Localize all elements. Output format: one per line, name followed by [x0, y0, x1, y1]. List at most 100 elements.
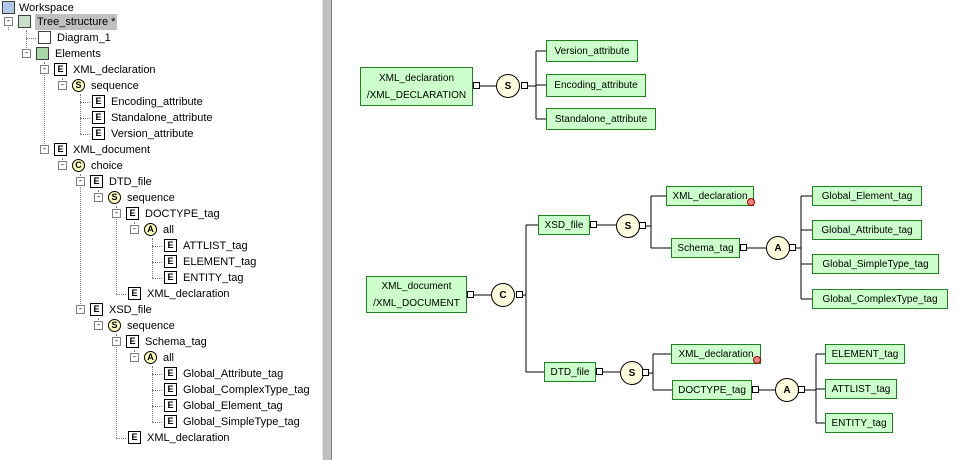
- expand-box[interactable]: [596, 368, 603, 375]
- tree-item-diagram[interactable]: Diagram_1: [0, 30, 320, 46]
- global-complextype-tag-node[interactable]: Global_ComplexType_tag: [812, 289, 948, 309]
- tree-item-label: Elements: [55, 48, 101, 60]
- expand-box[interactable]: [740, 244, 747, 251]
- choice-compositor[interactable]: C: [491, 283, 515, 307]
- tree-item-label: all: [163, 352, 175, 364]
- tree-item-label: ELEMENT_tag: [183, 256, 257, 268]
- expand-box[interactable]: [590, 221, 597, 228]
- tree-item-all[interactable]: - A all: [0, 350, 320, 366]
- expand-box[interactable]: [639, 222, 646, 229]
- expand-box[interactable]: [473, 82, 480, 89]
- tree-item-all[interactable]: - A all: [0, 222, 320, 238]
- tree-connector: [152, 374, 162, 375]
- global-element-tag-node[interactable]: Global_Element_tag: [812, 186, 922, 206]
- tree-item-doctype-tag[interactable]: - E DOCTYPE_tag: [0, 206, 320, 222]
- collapse-toggle-icon[interactable]: -: [130, 224, 139, 234]
- tree-item-label: Global_SimpleType_tag: [183, 416, 300, 428]
- xml-document-node[interactable]: XML_document /XML_DOCUMENT: [366, 276, 467, 313]
- expand-box[interactable]: [752, 386, 759, 393]
- tree-item-element-tag[interactable]: E ELEMENT_tag: [0, 254, 320, 270]
- tree-item-encoding-attribute[interactable]: E Encoding_attribute: [0, 94, 320, 110]
- expand-box[interactable]: [642, 369, 649, 376]
- tree-item-workspace[interactable]: Workspace: [0, 0, 320, 16]
- element-icon: E: [92, 111, 105, 124]
- tree-item-sequence[interactable]: - S sequence: [0, 78, 320, 94]
- tree-item-standalone-attribute[interactable]: E Standalone_attribute: [0, 110, 320, 126]
- tree-item-xsd-file[interactable]: - E XSD_file: [0, 302, 320, 318]
- collapse-toggle-icon[interactable]: -: [76, 176, 85, 186]
- sequence-compositor[interactable]: S: [616, 214, 640, 238]
- all-compositor[interactable]: A: [775, 378, 799, 402]
- element-icon: E: [92, 127, 105, 140]
- project-icon: [18, 15, 31, 28]
- tree-item-dtd-file[interactable]: - E DTD_file: [0, 174, 320, 190]
- tree-item-elements[interactable]: - Elements: [0, 46, 320, 62]
- tree-item-global-simpletype-tag[interactable]: E Global_SimpleType_tag: [0, 414, 320, 430]
- tree-connector: [80, 102, 90, 103]
- entity-tag-node[interactable]: ENTITY_tag: [825, 413, 893, 433]
- attlist-tag-node[interactable]: ATTLIST_tag: [825, 379, 897, 399]
- tree-item-label: sequence: [91, 80, 139, 92]
- choice-icon: C: [72, 159, 85, 172]
- collapse-toggle-icon[interactable]: -: [58, 160, 67, 170]
- tree-item-version-attribute[interactable]: E Version_attribute: [0, 126, 320, 142]
- expand-box[interactable]: [789, 244, 796, 251]
- global-attribute-tag-node[interactable]: Global_Attribute_tag: [812, 220, 922, 240]
- reference-marker-icon: [747, 198, 755, 206]
- tree-item-xml-declaration[interactable]: - E XML_declaration: [0, 62, 320, 78]
- sequence-compositor[interactable]: S: [620, 361, 644, 385]
- tree-item-project[interactable]: - Tree_structure *: [0, 14, 320, 30]
- tree-item-sequence[interactable]: - S sequence: [0, 318, 320, 334]
- collapse-toggle-icon[interactable]: -: [112, 336, 121, 346]
- element-tag-node[interactable]: ELEMENT_tag: [825, 344, 905, 364]
- expand-box[interactable]: [467, 291, 474, 298]
- tree-item-schema-tag[interactable]: - E Schema_tag: [0, 334, 320, 350]
- collapse-toggle-icon[interactable]: -: [94, 192, 103, 202]
- diagram-canvas[interactable]: XML_declaration /XML_DECLARATION S Versi…: [332, 0, 964, 460]
- xml-declaration-node[interactable]: XML_declaration /XML_DECLARATION: [360, 67, 473, 106]
- collapse-toggle-icon[interactable]: -: [40, 64, 49, 74]
- version-attribute-node[interactable]: Version_attribute: [546, 40, 638, 62]
- tree-item-global-complextype-tag[interactable]: E Global_ComplexType_tag: [0, 382, 320, 398]
- collapse-toggle-icon[interactable]: -: [112, 208, 121, 218]
- collapse-toggle-icon[interactable]: -: [130, 352, 139, 362]
- tree-connector: [80, 174, 81, 310]
- tree-item-choice[interactable]: - C choice: [0, 158, 320, 174]
- tree-item-sequence[interactable]: - S sequence: [0, 190, 320, 206]
- dtd-file-node[interactable]: DTD_file: [544, 362, 596, 382]
- tree-item-label: sequence: [127, 320, 175, 332]
- tree-connector: [80, 118, 90, 119]
- global-simpletype-tag-node[interactable]: Global_SimpleType_tag: [812, 254, 939, 274]
- collapse-toggle-icon[interactable]: -: [76, 304, 85, 314]
- tree-item-label: Tree_structure *: [35, 14, 118, 30]
- expand-box[interactable]: [516, 291, 523, 298]
- xml-declaration-ref-node[interactable]: XML_declaration: [666, 186, 754, 206]
- expand-box[interactable]: [521, 82, 528, 89]
- tree-item-entity-tag[interactable]: E ENTITY_tag: [0, 270, 320, 286]
- expand-box[interactable]: [798, 386, 805, 393]
- tree-item-xml-declaration-ref[interactable]: E XML_declaration: [0, 286, 320, 302]
- panel-splitter[interactable]: [322, 0, 332, 460]
- standalone-attribute-node[interactable]: Standalone_attribute: [546, 108, 656, 130]
- collapse-toggle-icon[interactable]: -: [94, 320, 103, 330]
- encoding-attribute-node[interactable]: Encoding_attribute: [546, 74, 646, 97]
- collapse-toggle-icon[interactable]: -: [40, 144, 49, 154]
- collapse-toggle-icon[interactable]: -: [58, 80, 67, 90]
- xml-declaration-ref-node[interactable]: XML_declaration: [671, 344, 761, 364]
- sequence-compositor[interactable]: S: [496, 74, 520, 98]
- all-compositor[interactable]: A: [766, 236, 790, 260]
- schema-tag-node[interactable]: Schema_tag: [671, 238, 740, 258]
- xsd-file-node[interactable]: XSD_file: [538, 215, 590, 235]
- tree-item-global-attribute-tag[interactable]: E Global_Attribute_tag: [0, 366, 320, 382]
- collapse-toggle-icon[interactable]: -: [4, 16, 13, 26]
- tree-item-label: DOCTYPE_tag: [145, 208, 220, 220]
- tree-item-global-element-tag[interactable]: E Global_Element_tag: [0, 398, 320, 414]
- doctype-tag-node[interactable]: DOCTYPE_tag: [672, 380, 752, 400]
- sequence-icon: S: [72, 79, 85, 92]
- collapse-toggle-icon[interactable]: -: [22, 48, 31, 58]
- element-icon: E: [54, 63, 67, 76]
- tree-item-xml-document[interactable]: - E XML_document: [0, 142, 320, 158]
- tree-item-attlist-tag[interactable]: E ATTLIST_tag: [0, 238, 320, 254]
- tree-item-xml-declaration-ref[interactable]: E XML_declaration: [0, 430, 320, 446]
- tree-item-label: ENTITY_tag: [183, 272, 244, 284]
